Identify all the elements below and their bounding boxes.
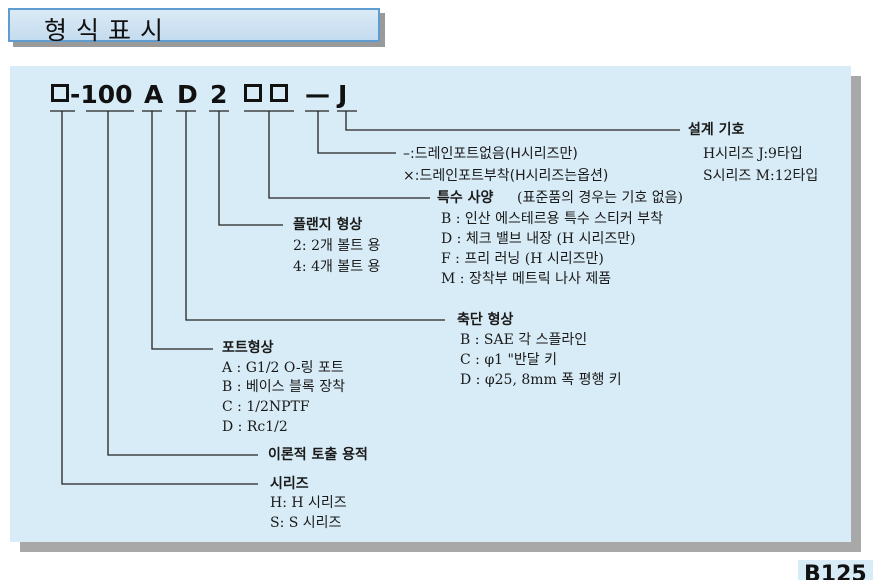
drain-none: –:드레인포트없음(H시리즈만) [403,146,578,162]
series-line-1: H: H 시리즈 [270,495,347,511]
title-box: 형식표시 [8,8,380,45]
code-design: J [338,80,348,109]
special-line-4: M : 장착부 메트릭 나사 제품 [441,271,612,287]
displacement-heading: 이론적 토출 용적 [268,447,368,463]
code-prefix: -100 [70,80,133,109]
code-port: A [144,80,164,109]
special-line-3: F : 프리 러닝 (H 시리즈만) [441,251,604,267]
flange-line-2: 4: 4개 볼트 용 [293,259,381,275]
drain-placeholder-box [270,84,288,102]
special-heading: 특수 사양 [437,190,494,206]
port-line-1: A : G1/2 O-링 포트 [222,360,344,376]
design-line-1: H시리즈 J:9타입 [703,146,803,162]
port-line-4: D : Rc1/2 [222,419,288,435]
special-note: (표준품의 경우는 기호 없음) [517,190,683,206]
special-placeholder-box [244,84,262,102]
flange-heading: 플랜지 형상 [293,217,363,233]
code-dash: — [305,80,330,109]
shaft-heading: 축단 형상 [457,312,514,328]
shaft-line-3: D : φ25, 8mm 폭 평행 키 [460,372,622,388]
series-placeholder-box [51,84,69,102]
flange-line-1: 2: 2개 볼트 용 [293,238,381,254]
port-heading: 포트형상 [222,340,274,356]
code-shaft: D [177,80,198,109]
series-heading: 시리즈 [270,476,309,492]
page-title: 형식표시 [44,16,173,45]
shaft-line-2: C : φ1 "반달 키 [460,352,558,368]
code-panel [10,66,851,542]
page-number: B125 [804,562,867,580]
shaft-line-1: B : SAE 각 스플라인 [460,332,588,348]
drain-attached: ×:드레인포트부착(H시리즈는옵션) [403,168,609,184]
port-line-3: C : 1/2NPTF [222,399,310,415]
page-number-box: B125 [798,560,873,580]
design-line-2: S시리즈 M:12타입 [703,168,819,184]
special-line-1: B : 인산 에스테르용 특수 스티커 부착 [441,211,664,227]
series-line-2: S: S 시리즈 [270,515,342,531]
special-line-2: D : 체크 밸브 내장 (H 시리즈만) [441,231,636,247]
code-flange: 2 [210,80,228,109]
design-heading: 설계 기호 [688,122,745,138]
port-line-2: B : 베이스 블록 장착 [222,379,345,395]
